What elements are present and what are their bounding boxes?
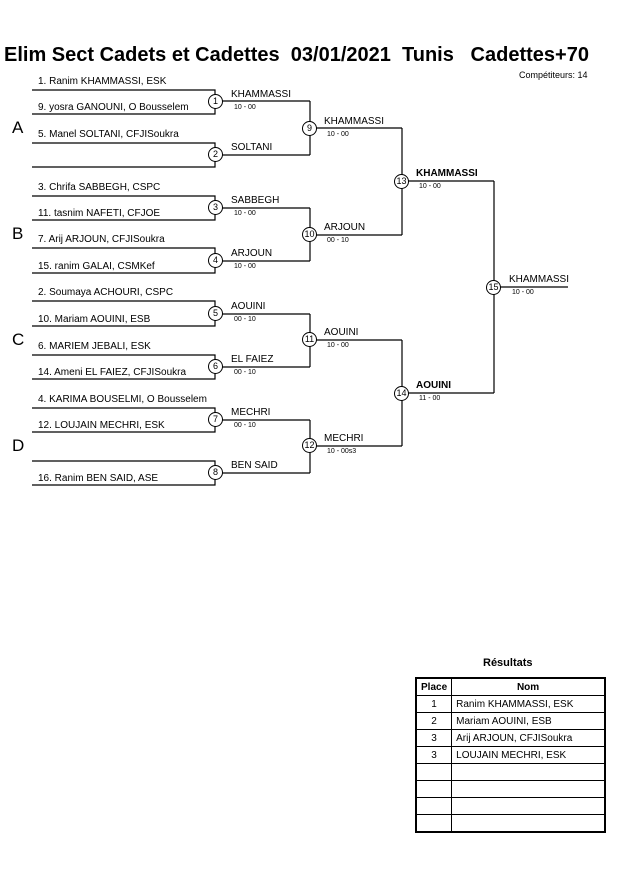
match-3-winner: SABBEGH	[231, 195, 280, 206]
match-4-score: 10 - 00	[234, 263, 256, 270]
match-10-winner: ARJOUN	[324, 222, 366, 233]
name-cell: Arij ARJOUN, CFJISoukra	[451, 729, 606, 747]
match-1-winner: KHAMMASSI	[231, 89, 292, 100]
match-5-score: 00 - 10	[234, 316, 256, 323]
match-14-number: 14	[394, 386, 409, 401]
entrant-9: 2. Soumaya ACHOURI, CSPC	[38, 287, 174, 298]
match-1-score: 10 - 00	[234, 104, 256, 111]
entrant-13: 4. KARIMA BOUSELMI, O Bousselem	[38, 394, 207, 405]
name-cell	[451, 797, 606, 815]
place-cell	[415, 763, 453, 781]
entrant-14: 12. LOUJAIN MECHRI, ESK	[38, 420, 165, 431]
match-6-winner: EL FAIEZ	[231, 354, 274, 365]
match-6-score: 00 - 10	[234, 369, 256, 376]
place-cell: 1	[415, 695, 453, 713]
entrant-6: 11. tasnim NAFETI, CFJOE	[38, 208, 161, 219]
col-place-header: Place	[415, 677, 453, 696]
match-4-winner: ARJOUN	[231, 248, 273, 259]
competitors-label: Compétiteurs:	[519, 70, 576, 80]
event-city: Tunis	[402, 44, 454, 66]
match-10-score: 00 - 10	[327, 237, 349, 244]
match-3-number: 3	[208, 200, 223, 215]
match-12-number: 12	[302, 438, 317, 453]
match-7-score: 00 - 10	[234, 422, 256, 429]
table-row	[415, 797, 606, 815]
name-cell: Mariam AOUINI, ESB	[451, 712, 606, 730]
place-cell	[415, 814, 453, 833]
match-3-score: 10 - 00	[234, 210, 256, 217]
page-title: Elim Sect Cadets et Cadettes 03/01/2021 …	[4, 44, 589, 67]
match-14-winner: AOUINI	[416, 380, 451, 391]
entrant-8: 15. ranim GALAI, CSMKef	[38, 261, 155, 272]
table-row	[415, 780, 606, 798]
entrant-7: 7. Arij ARJOUN, CFJISoukra	[38, 234, 165, 245]
match-8-winner: BEN SAID	[231, 460, 278, 471]
place-cell	[415, 780, 453, 798]
pool-label-d: D	[12, 436, 25, 455]
results-header-row: Place Nom	[415, 677, 606, 696]
place-cell	[415, 797, 453, 815]
entrant-2: 9. yosra GANOUNI, O Bousselem	[38, 102, 189, 113]
pool-label-a: A	[12, 118, 24, 137]
match-15-winner: KHAMMASSI	[509, 274, 570, 285]
pool-label-b: B	[12, 224, 24, 243]
entrant-3: 5. Manel SOLTANI, CFJISoukra	[38, 129, 179, 140]
match-9-number: 9	[302, 121, 317, 136]
match-12-score: 10 - 00s3	[327, 448, 357, 455]
competitors-count: Compétiteurs: 14	[519, 70, 588, 80]
event-date: 03/01/2021	[290, 44, 391, 66]
entrant-10: 10. Mariam AOUINI, ESB	[38, 314, 151, 325]
match-13-winner: KHAMMASSI	[416, 168, 478, 179]
competitors-value: 14	[577, 70, 588, 80]
entrant-16: 16. Ranim BEN SAID, ASE	[38, 473, 159, 484]
name-cell	[451, 763, 606, 781]
entrant-11: 6. MARIEM JEBALI, ESK	[38, 341, 151, 352]
match-2-winner: SOLTANI	[231, 142, 273, 153]
name-cell	[451, 780, 606, 798]
pool-label-c: C	[12, 330, 25, 349]
place-cell: 3	[415, 746, 453, 764]
match-5-winner: AOUINI	[231, 301, 266, 312]
col-name-header: Nom	[451, 677, 606, 696]
entrant-5: 3. Chrifa SABBEGH, CSPC	[38, 182, 161, 193]
entrant-12: 14. Ameni EL FAIEZ, CFJISoukra	[38, 367, 187, 378]
table-row	[415, 763, 606, 781]
match-8-number: 8	[208, 465, 223, 480]
match-6-number: 6	[208, 359, 223, 374]
match-9-score: 10 - 00	[327, 131, 349, 138]
match-7-number: 7	[208, 412, 223, 427]
match-4-number: 4	[208, 253, 223, 268]
match-11-score: 10 - 00	[327, 342, 349, 349]
results-title: Résultats	[483, 657, 533, 669]
match-13-score: 10 - 00	[419, 183, 441, 190]
match-7-winner: MECHRI	[231, 407, 271, 418]
match-5-number: 5	[208, 306, 223, 321]
match-15-number: 15	[486, 280, 501, 295]
place-cell: 3	[415, 729, 453, 747]
event-name: Elim Sect Cadets et Cadettes	[4, 44, 280, 66]
match-14-score: 11 - 00	[419, 395, 441, 402]
match-10-number: 10	[302, 227, 317, 242]
name-cell: LOUJAIN MECHRI, ESK	[451, 746, 606, 764]
match-11-number: 11	[302, 332, 317, 347]
event-category: Cadettes+70	[470, 44, 589, 66]
name-cell	[451, 814, 606, 833]
match-13-number: 13	[394, 174, 409, 189]
match-15-score: 10 - 00	[512, 289, 534, 296]
match-1-number: 1	[208, 94, 223, 109]
place-cell: 2	[415, 712, 453, 730]
match-11-winner: AOUINI	[324, 327, 359, 338]
name-cell: Ranim KHAMMASSI, ESK	[451, 695, 606, 713]
match-9-winner: KHAMMASSI	[324, 116, 385, 127]
match-12-winner: MECHRI	[324, 433, 364, 444]
match-2-number: 2	[208, 147, 223, 162]
table-row	[415, 814, 606, 833]
entrant-1: 1. Ranim KHAMMASSI, ESK	[38, 76, 167, 87]
